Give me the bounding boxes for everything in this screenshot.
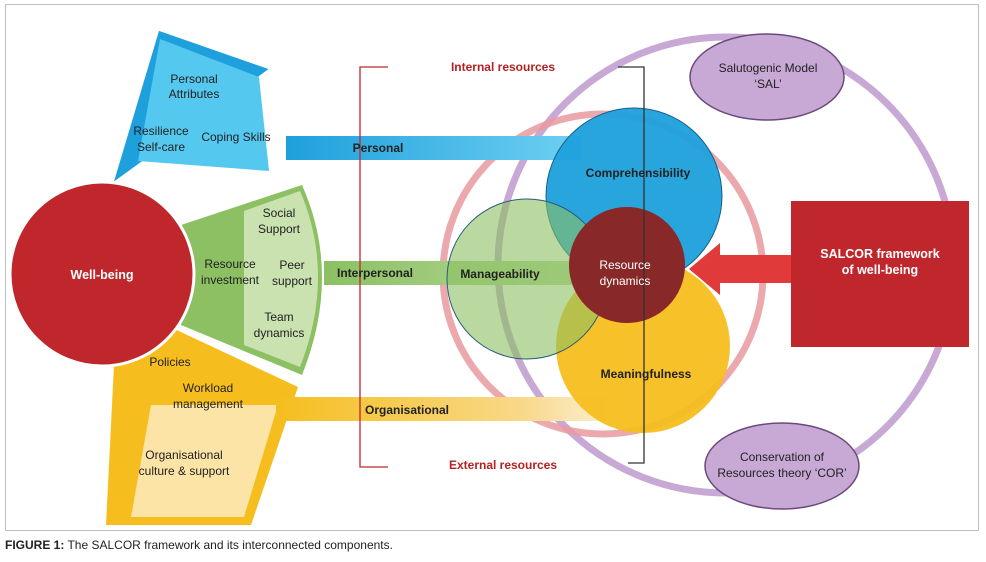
bar-personal-label: Personal <box>353 141 404 155</box>
fan-organisational <box>106 325 298 525</box>
fan-interpersonal-item-1: Social <box>263 206 296 220</box>
bar-organisational-label: Organisational <box>365 403 449 417</box>
fan-organisational-item-3: management <box>173 397 244 411</box>
bracket-left <box>359 66 388 468</box>
bar-organisational <box>276 397 606 421</box>
model-cor <box>704 422 860 510</box>
model-cor-line-2: Resources theory ‘COR’ <box>717 466 846 480</box>
salcor-diagram: Well-being Personal Attributes Resilienc… <box>8 27 969 525</box>
well-being-circle <box>8 180 196 368</box>
fan-interpersonal <box>181 185 322 375</box>
figure-frame: Well-being Personal Attributes Resilienc… <box>5 4 979 531</box>
internal-resources-label: Internal resources <box>451 60 555 74</box>
model-cor-line-1: Conservation of <box>740 450 825 464</box>
fan-interpersonal-item-6: support <box>272 274 313 288</box>
fan-personal-item-1: Personal <box>170 72 217 86</box>
fan-personal <box>110 27 288 190</box>
fan-interpersonal-item-5: Peer <box>279 258 304 272</box>
resource-dynamics-core <box>569 207 685 323</box>
well-being-label: Well-being <box>71 268 134 282</box>
model-sal-line-1: Salutogenic Model <box>719 61 818 75</box>
external-resources-label: External resources <box>449 458 557 472</box>
comprehensibility-label: Comprehensibility <box>586 166 691 180</box>
figure-caption: FIGURE 1: The SALCOR framework and its i… <box>5 538 393 552</box>
resource-dynamics-label-2: dynamics <box>600 274 651 288</box>
fan-personal-item-5: Coping Skills <box>201 130 270 144</box>
framework-line-2: of well-being <box>842 263 918 277</box>
fan-interpersonal-item-2: Support <box>258 222 301 236</box>
fan-interpersonal-item-3: Resource <box>204 257 256 271</box>
bar-interpersonal-label: Interpersonal <box>337 266 413 280</box>
bracket-right <box>618 66 645 464</box>
fan-organisational-item-2: Workload <box>183 381 233 395</box>
fan-personal-item-2: Attributes <box>169 87 220 101</box>
fan-personal-item-4: Self-care <box>137 140 185 154</box>
fan-personal-item-3: Resilience <box>133 124 189 138</box>
bar-personal <box>286 136 581 160</box>
model-sal-line-2: ‘SAL’ <box>754 77 781 91</box>
resource-dynamics-label-1: Resource <box>599 258 651 272</box>
fan-interpersonal-item-4: investment <box>201 273 260 287</box>
framework-box <box>791 201 969 347</box>
framework-line-1: SALCOR framework <box>820 247 940 261</box>
caption-label: FIGURE 1: <box>5 538 65 552</box>
fan-organisational-item-5: culture & support <box>139 464 230 478</box>
fan-organisational-item-4: Organisational <box>145 448 222 462</box>
fan-interpersonal-item-7: Team <box>264 310 293 324</box>
caption-text: The SALCOR framework and its interconnec… <box>67 538 393 552</box>
meaningfulness-label: Meaningfulness <box>601 367 692 381</box>
fan-interpersonal-item-8: dynamics <box>254 326 305 340</box>
fan-organisational-item-1: Policies <box>149 355 190 369</box>
manageability-label: Manageability <box>460 267 540 281</box>
framework-arrow <box>689 243 794 295</box>
model-sal <box>689 33 845 121</box>
